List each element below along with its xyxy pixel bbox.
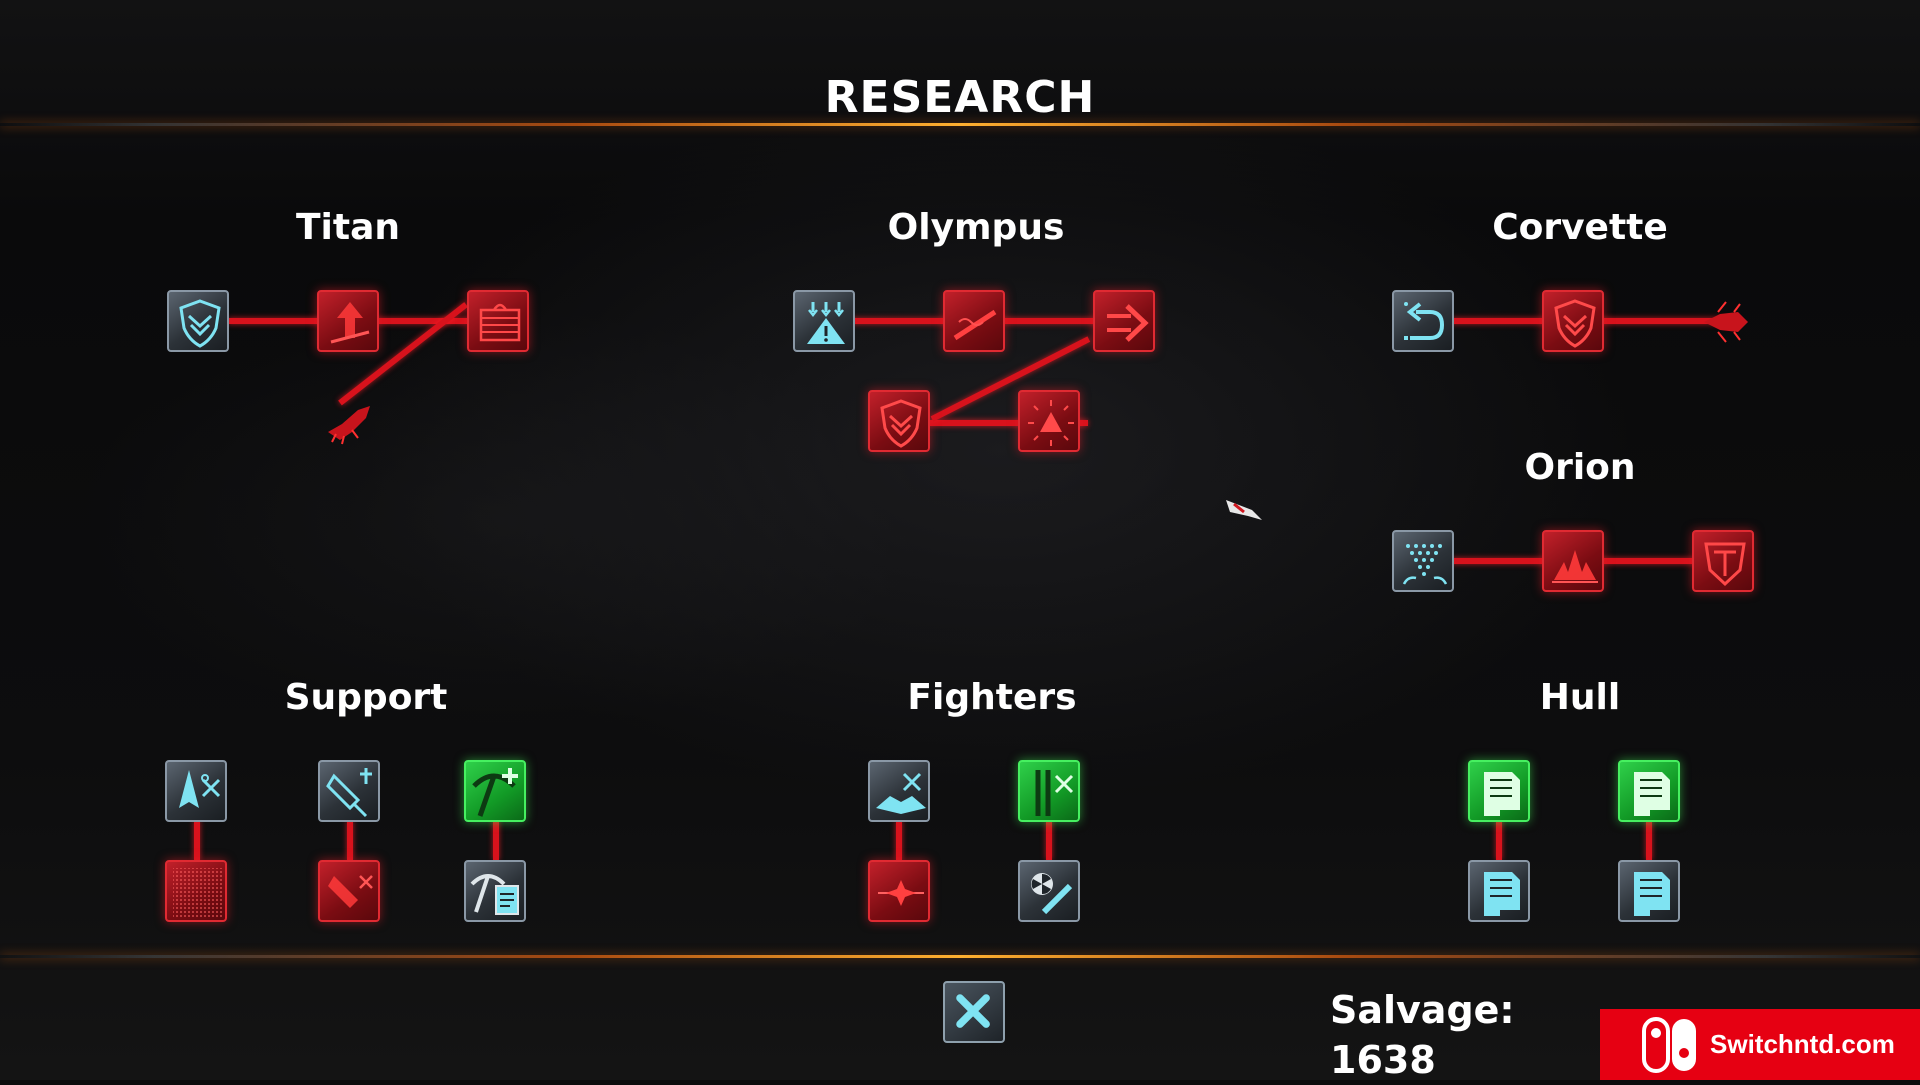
- connector: [1646, 820, 1652, 860]
- group-title-orion: Orion: [1524, 447, 1636, 488]
- bottom-divider: [0, 955, 1920, 958]
- forward-arrow-icon: [1107, 304, 1149, 342]
- connector: [347, 820, 353, 860]
- watermark-text: Switchntd.com: [1710, 1029, 1895, 1059]
- group-title-titan: Titan: [295, 207, 401, 248]
- close-button[interactable]: [943, 981, 1005, 1043]
- pickaxe-plus-icon: [472, 768, 518, 817]
- close-icon: [956, 994, 990, 1028]
- olympus-shield-node[interactable]: [868, 390, 930, 452]
- scatter-shot-icon: [1402, 544, 1448, 585]
- connector: [928, 420, 1088, 426]
- olympus-boost-node[interactable]: [1093, 290, 1155, 352]
- salvage-counter: Salvage: 1638: [1330, 988, 1515, 1082]
- hull-plating-node-2[interactable]: [1618, 760, 1680, 822]
- group-title-corvette: Corvette: [1492, 207, 1668, 248]
- hull-armor-icon: [1484, 872, 1520, 916]
- fighters-nuke-node[interactable]: [1018, 860, 1080, 922]
- connector: [194, 820, 200, 860]
- arrow-up-icon: [330, 302, 370, 344]
- u-turn-arrow-icon: [1404, 302, 1445, 340]
- defense-shield-icon: [1704, 542, 1746, 587]
- orion-burst-node[interactable]: [1542, 530, 1604, 592]
- group-title-fighters: Fighters: [907, 677, 1077, 718]
- hull-plating-node-4[interactable]: [1618, 860, 1680, 922]
- watermark-badge: Switchntd.com: [1600, 1009, 1920, 1080]
- missile-repair-icon: [1035, 770, 1074, 816]
- titan-shield-node[interactable]: [167, 290, 229, 352]
- hull-armor-icon: [1634, 772, 1670, 816]
- page-title: RESEARCH: [824, 72, 1096, 123]
- orion-scatter-node[interactable]: [1392, 530, 1454, 592]
- titan-ship-icon: [328, 406, 370, 445]
- ship-repair-icon: [179, 770, 221, 808]
- titan-armor-node[interactable]: [467, 290, 529, 352]
- olympus-weapon-node[interactable]: [943, 290, 1005, 352]
- group-title-hull: Hull: [1539, 677, 1621, 718]
- hull-plating-node-1[interactable]: [1468, 760, 1530, 822]
- corvette-shield-node[interactable]: [1542, 290, 1604, 352]
- cannon-icon: [953, 309, 997, 341]
- hull-armor-icon: [1484, 772, 1520, 816]
- hull-plating-node-3[interactable]: [1468, 860, 1530, 922]
- fighters-tools-node[interactable]: [1018, 760, 1080, 822]
- fighter-repair-icon: [876, 772, 926, 814]
- drone-burst-icon: [328, 875, 373, 908]
- top-divider: [0, 123, 1920, 126]
- support-locked-node-1[interactable]: [165, 860, 227, 922]
- shield-icon: [1554, 299, 1596, 348]
- background-ship-icon: [1226, 500, 1262, 520]
- olympus-warning-node[interactable]: [793, 290, 855, 352]
- group-title-olympus: Olympus: [887, 207, 1065, 248]
- fighters-laser-node[interactable]: [868, 860, 930, 922]
- shield-icon: [179, 299, 221, 348]
- connector: [493, 820, 499, 860]
- connector: [1046, 820, 1052, 860]
- shield-icon: [880, 399, 922, 448]
- support-mining-node[interactable]: [464, 760, 526, 822]
- explosion-icon: [1552, 550, 1598, 583]
- support-repair-node[interactable]: [165, 760, 227, 822]
- support-clipboard-node[interactable]: [464, 860, 526, 922]
- radiation-missile-icon: [1031, 873, 1073, 915]
- titan-upgrade-node[interactable]: [317, 290, 379, 352]
- corvette-return-node[interactable]: [1392, 290, 1454, 352]
- alert-burst-icon: [1028, 400, 1074, 446]
- fighters-repair-node[interactable]: [868, 760, 930, 822]
- warning-drop-icon: [807, 302, 845, 344]
- mesh-grid-icon: [173, 868, 223, 918]
- group-title-support: Support: [284, 677, 448, 718]
- drone-repair-icon: [326, 768, 372, 818]
- connector: [1496, 820, 1502, 860]
- laser-flash-icon: [878, 880, 924, 906]
- support-locked-node-2[interactable]: [318, 860, 380, 922]
- olympus-alert-node[interactable]: [1018, 390, 1080, 452]
- orion-defense-node[interactable]: [1692, 530, 1754, 592]
- switch-logo-icon: [1642, 1017, 1696, 1073]
- hull-armor-icon: [1634, 872, 1670, 916]
- armor-plating-icon: [479, 303, 521, 342]
- connector: [896, 820, 902, 860]
- pickaxe-clipboard-icon: [470, 874, 519, 915]
- corvette-ship-icon: [1704, 301, 1748, 343]
- support-drill-node[interactable]: [318, 760, 380, 822]
